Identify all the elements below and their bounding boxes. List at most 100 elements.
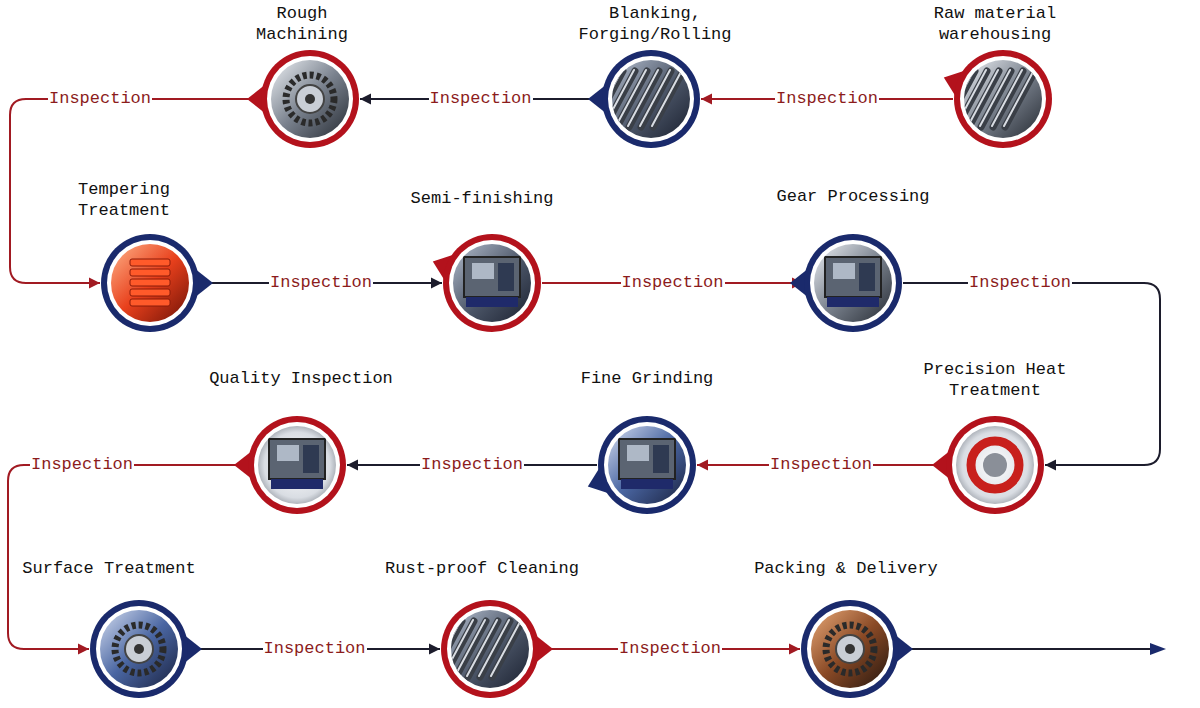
photo-detail xyxy=(944,70,1035,127)
circle-photo xyxy=(100,610,178,688)
circle-outline xyxy=(440,599,540,699)
edge-label: Inspection xyxy=(30,455,134,475)
process-circle: Rough Machining xyxy=(260,49,360,149)
gear-hub xyxy=(836,635,864,663)
machine-base xyxy=(827,297,879,307)
edge-label: Inspection xyxy=(618,639,722,659)
circle-photo xyxy=(956,426,1034,504)
gear-teeth xyxy=(826,625,874,673)
edge-label: Inspection xyxy=(428,89,532,109)
circle-outline xyxy=(247,415,347,515)
machine-panel xyxy=(498,263,514,291)
machine-window xyxy=(472,263,494,279)
machine-base xyxy=(466,297,518,307)
circle-ring xyxy=(801,600,899,698)
circle-ring xyxy=(946,416,1044,514)
circle-outline xyxy=(442,233,542,333)
circle-photo xyxy=(258,426,336,504)
circle-outline xyxy=(89,599,189,699)
circle-ring xyxy=(602,50,700,148)
photo-detail xyxy=(130,259,170,306)
bar-highlight xyxy=(1004,70,1034,126)
machine-base xyxy=(271,479,323,489)
machine-body xyxy=(825,257,881,297)
process-circle: Gear Processing xyxy=(803,233,903,333)
process-circle: Quality Inspection xyxy=(247,415,347,515)
photo-detail xyxy=(115,625,163,673)
machine-body xyxy=(464,257,520,297)
step-title: Packing & Delivery xyxy=(736,558,956,579)
photo-detail xyxy=(431,620,522,677)
step-title: Semi-finishing xyxy=(382,188,582,209)
step-title: Tempering Treatment xyxy=(69,179,179,221)
circle-ring xyxy=(101,234,199,332)
step-title: Rust-proof Cleaning xyxy=(367,558,597,579)
circle-gap xyxy=(604,422,690,508)
gear-hub xyxy=(125,635,153,663)
edge-label: Inspection xyxy=(620,273,724,293)
edge-label: Inspection xyxy=(775,89,879,109)
machine-window xyxy=(833,263,855,279)
circle-ring xyxy=(804,234,902,332)
process-circle: Raw material warehousing xyxy=(953,49,1053,149)
gear-teeth xyxy=(286,75,334,123)
photo-detail xyxy=(971,441,1019,489)
circle-ring xyxy=(598,416,696,514)
step-title: Fine Grinding xyxy=(547,368,747,389)
machine-panel xyxy=(303,445,319,473)
circle-gap xyxy=(810,240,896,326)
bar-highlight xyxy=(652,70,682,126)
step-title: Gear Processing xyxy=(753,186,953,207)
gear-bore xyxy=(845,644,855,654)
photo-detail xyxy=(464,257,520,307)
circle-outline xyxy=(100,233,200,333)
gear-hub xyxy=(296,85,324,113)
process-circle: Semi-finishing xyxy=(442,233,542,333)
photo-detail xyxy=(826,625,874,673)
process-circle: Blanking, Forging/Rolling xyxy=(601,49,701,149)
circle-photo xyxy=(453,244,531,322)
bar-highlight xyxy=(491,620,521,676)
arrowhead xyxy=(1045,460,1056,471)
circle-ring xyxy=(443,234,541,332)
circle-photo xyxy=(814,244,892,322)
photo-detail xyxy=(825,257,881,307)
edge-label: Inspection xyxy=(968,273,1072,293)
arrowhead xyxy=(347,460,358,471)
arrowhead xyxy=(789,644,800,655)
machine-body xyxy=(269,439,325,479)
circle-gap xyxy=(449,240,535,326)
arrowhead xyxy=(360,94,371,105)
ring-core xyxy=(983,453,1007,477)
heated-part xyxy=(130,299,170,306)
exit-line xyxy=(900,648,1150,650)
connector xyxy=(10,99,260,289)
circle-ring xyxy=(441,600,539,698)
circle-photo xyxy=(271,60,349,138)
circle-outline xyxy=(953,49,1053,149)
heated-part xyxy=(130,279,170,286)
machine-base xyxy=(621,479,673,489)
circle-ring xyxy=(90,600,188,698)
circle-ring xyxy=(261,50,359,148)
edge-label: Inspection xyxy=(420,455,524,475)
arrowhead xyxy=(429,644,440,655)
circle-outline xyxy=(597,415,697,515)
circle-gap xyxy=(267,56,353,142)
arrowhead xyxy=(697,460,708,471)
arrowhead xyxy=(78,644,89,655)
step-title: Surface Treatment xyxy=(0,558,219,579)
induction-ring xyxy=(971,441,1019,489)
photo-detail xyxy=(592,70,683,127)
edge-label: Inspection xyxy=(769,455,873,475)
circle-photo xyxy=(811,610,889,688)
process-circle: Surface Treatment xyxy=(89,599,189,699)
arrowhead xyxy=(431,278,442,289)
edge-label: Inspection xyxy=(262,639,366,659)
step-title: Rough Machining xyxy=(242,3,362,45)
machine-window xyxy=(627,445,649,461)
circle-outline xyxy=(601,49,701,149)
circle-gap xyxy=(96,606,182,692)
machine-panel xyxy=(653,445,669,473)
circle-gap xyxy=(807,606,893,692)
